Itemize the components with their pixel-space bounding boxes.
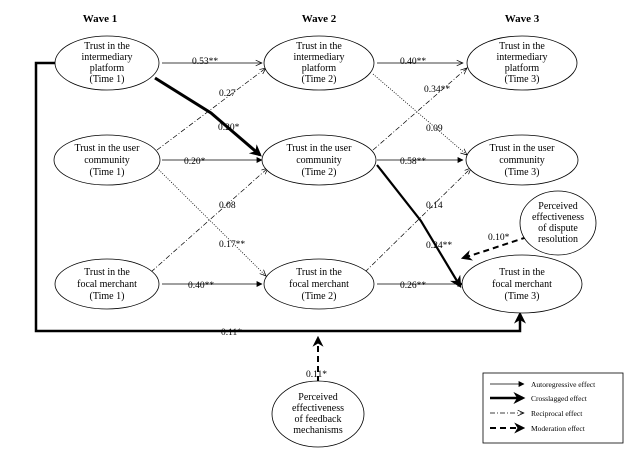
node-uc2-line3: (Time 2) (302, 167, 337, 178)
path-ip1-fm3 (34, 61, 526, 333)
coef-dr-moderation: 0.10* (488, 233, 510, 243)
node-fb-line1: Perceived (298, 392, 337, 403)
wave-3-header: Wave 3 (505, 13, 540, 25)
legend-box (482, 372, 624, 444)
node-ip2: Trust in the intermediary platform (Time… (263, 35, 375, 91)
node-uc3: Trust in the user community (Time 3) (465, 134, 579, 186)
coef-uc2-fm3: 0.24** (426, 241, 452, 251)
node-dr-line1: Perceived (538, 201, 577, 212)
legend-crosslagged-label: Crosslagged effect (531, 394, 588, 403)
node-dr-line2: effectiveness (532, 212, 584, 223)
coef-uc1-uc2: 0.20* (184, 157, 206, 167)
node-ip2-line3: platform (302, 63, 337, 74)
node-fb-line4: mechanisms (293, 425, 343, 436)
coef-uc2-uc3: 0.58** (400, 157, 426, 167)
node-fm2-line1: Trust in the (296, 267, 342, 278)
node-fm1-line2: focal merchant (77, 279, 137, 290)
node-uc1-line1: Trust in the user (75, 143, 141, 154)
path-ip1-uc2 (154, 76, 262, 157)
node-ip3-line3: platform (505, 63, 540, 74)
node-ip1-line4: (Time 1) (90, 74, 125, 85)
node-dr-line4: resolution (538, 234, 578, 245)
node-ip3-line1: Trust in the (499, 41, 545, 52)
coef-ip1-ip2: 0.53** (192, 57, 218, 67)
node-ip3: Trust in the intermediary platform (Time… (466, 35, 578, 91)
coef-ip2-ip3: 0.40** (400, 57, 426, 67)
node-uc2-line2: community (296, 155, 342, 166)
moderation-dispute (460, 236, 528, 261)
coef-fm1-uc2: 0.08 (219, 201, 236, 211)
coef-fm2-fm3: 0.26** (400, 281, 426, 291)
wave-1-header: Wave 1 (83, 13, 118, 25)
node-ip3-line4: (Time 3) (505, 74, 540, 85)
coef-ip1-uc2: 0.20* (218, 123, 240, 133)
path-uc1-fm2 (156, 167, 266, 276)
node-uc2: Trust in the user community (Time 2) (261, 134, 377, 186)
coef-uc1-ip2: 0.27 (219, 89, 236, 99)
coef-fm2-uc3: 0.14 (426, 201, 443, 211)
node-ip1-line3: platform (90, 63, 125, 74)
node-feedback-mechanisms: Perceived effectiveness of feedback mech… (271, 380, 365, 448)
node-uc1-line2: community (84, 155, 130, 166)
path-uc1-ip2 (156, 68, 266, 151)
node-fb-line2: effectiveness (292, 403, 344, 414)
node-fm3: Trust in the focal merchant (Time 3) (461, 254, 583, 314)
coef-ip1-fm3: 0.11* (221, 328, 242, 338)
node-ip1: Trust in the intermediary platform (Time… (54, 35, 160, 91)
coef-fb-moderation: 0.11* (306, 370, 327, 380)
node-uc2-line1: Trust in the user (287, 143, 353, 154)
node-ip2-line4: (Time 2) (302, 74, 337, 85)
path-ip2-uc3 (372, 73, 467, 155)
path-fm1-uc2 (150, 168, 268, 273)
node-uc3-line3: (Time 3) (505, 167, 540, 178)
node-fm3-line1: Trust in the (499, 267, 545, 278)
legend-moderation-label: Moderation effect (531, 424, 586, 433)
path-uc2-fm3 (376, 164, 462, 289)
node-uc3-line2: community (499, 155, 545, 166)
node-ip2-line1: Trust in the (296, 41, 342, 52)
node-fm2-line3: (Time 2) (302, 291, 337, 302)
node-ip3-line2: intermediary (496, 52, 547, 63)
node-fm3-line3: (Time 3) (505, 291, 540, 302)
legend: Autoregressive effect Crosslagged effect… (482, 372, 624, 444)
path-uc2-ip3 (372, 68, 467, 151)
node-fm2-line2: focal merchant (289, 279, 349, 290)
node-fm1: Trust in the focal merchant (Time 1) (54, 258, 160, 310)
node-fm2: Trust in the focal merchant (Time 2) (263, 258, 375, 310)
node-uc3-line1: Trust in the user (490, 143, 556, 154)
coef-fm1-fm2: 0.40** (188, 281, 214, 291)
node-fm1-line3: (Time 1) (90, 291, 125, 302)
path-fm2-uc3 (364, 168, 471, 273)
legend-reciprocal-label: Reciprocal effect (531, 409, 583, 418)
wave-2-header: Wave 2 (302, 13, 337, 25)
coef-uc1-fm2: 0.17** (219, 240, 245, 250)
node-ip1-line1: Trust in the (84, 41, 130, 52)
node-dispute-resolution: Perceived effectiveness of dispute resol… (519, 190, 597, 256)
legend-autoregressive-label: Autoregressive effect (531, 380, 596, 389)
coef-ip2-uc3: 0.09 (426, 124, 443, 134)
node-fm1-line1: Trust in the (84, 267, 130, 278)
node-uc1-line3: (Time 1) (90, 167, 125, 178)
node-ip2-line2: intermediary (293, 52, 344, 63)
node-fb-line3: of feedback (295, 414, 342, 425)
node-fm3-line2: focal merchant (492, 279, 552, 290)
node-dr-line3: of dispute (538, 223, 578, 234)
coef-uc2-ip3: 0.34** (424, 85, 450, 95)
node-ip1-line2: intermediary (81, 52, 132, 63)
node-uc1: Trust in the user community (Time 1) (53, 134, 161, 186)
